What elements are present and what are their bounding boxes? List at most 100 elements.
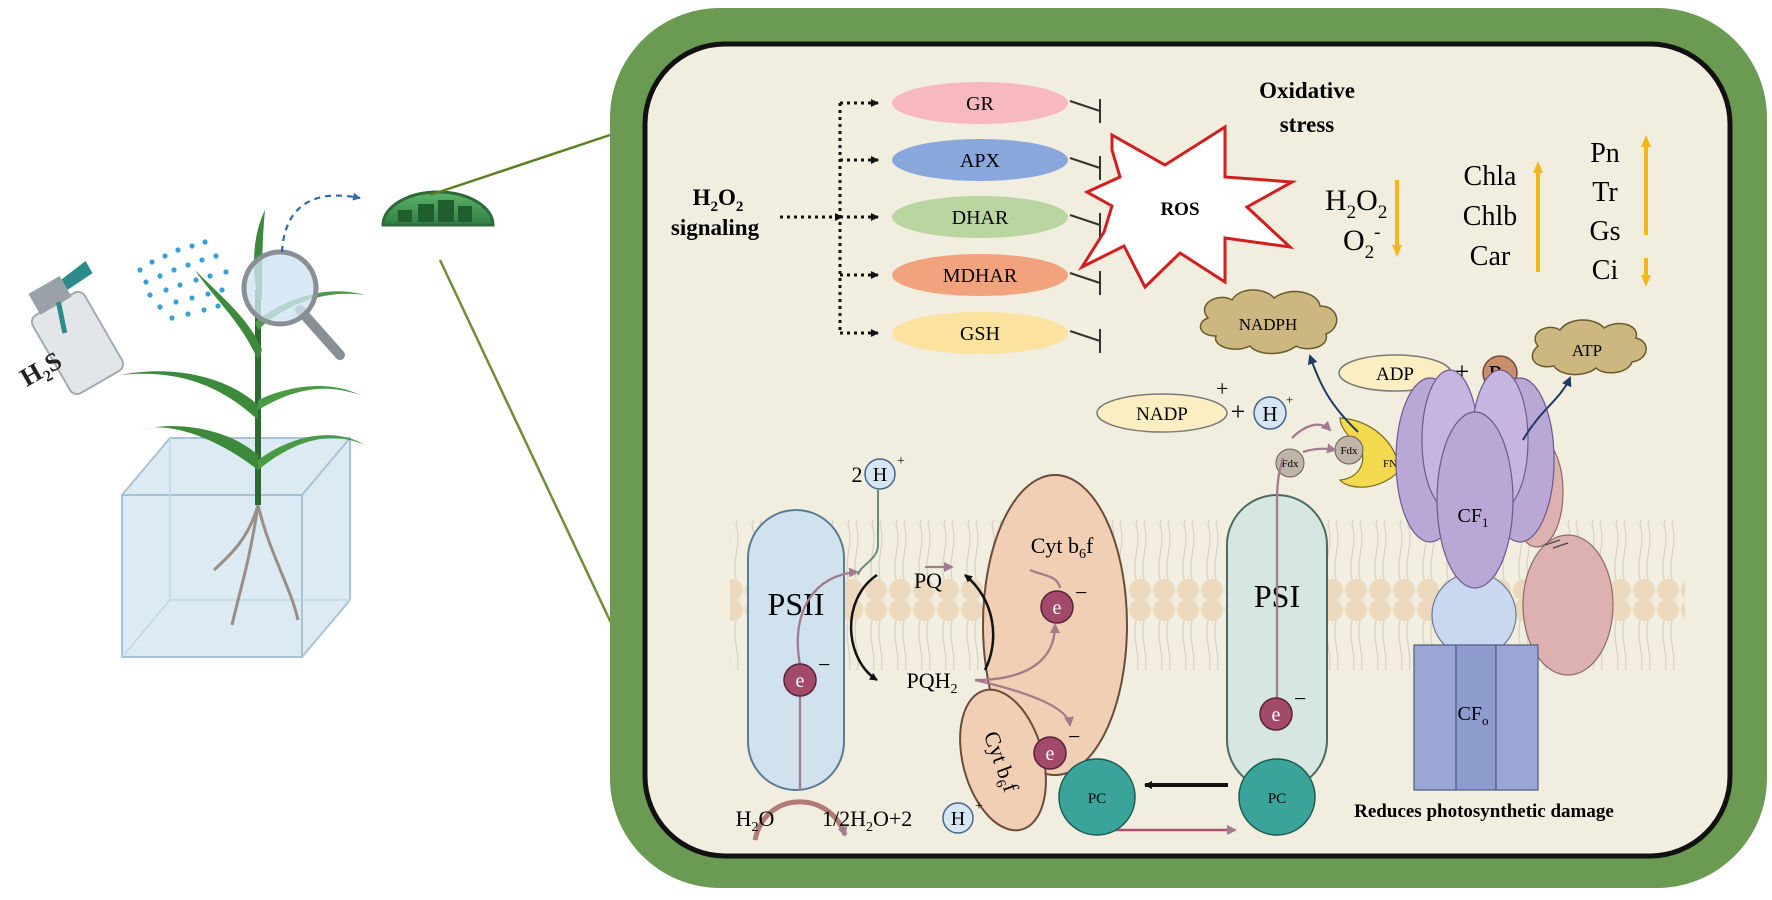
inhibition-bar <box>1069 213 1101 237</box>
spray-bottle-icon: H2S <box>15 260 125 396</box>
enzyme-label: APX <box>960 150 1001 172</box>
mist-dot <box>175 247 181 253</box>
signaling-dotted-arrows <box>780 99 879 337</box>
electron-psii: e − <box>783 652 830 697</box>
nadp-pill: NADP + <box>1096 376 1228 433</box>
proton-badge-water: H + <box>942 799 983 834</box>
enzyme-dhar: DHAR <box>892 196 1101 238</box>
atp-cloud: ATP <box>1531 319 1647 376</box>
fdx-label-1: Fdx <box>1281 458 1299 470</box>
mist-dot <box>147 292 153 298</box>
electron-psi: e − <box>1259 686 1306 731</box>
mist-dot <box>169 315 175 321</box>
enzyme-list: GR APX DHAR MDHAR GSH <box>892 82 1101 354</box>
electron-cyt-upper: e − <box>1040 580 1087 624</box>
water-split-arrow <box>752 799 848 841</box>
electron-psi-label: e <box>1272 704 1281 726</box>
fnr-crescent <box>1338 417 1401 488</box>
electron-cyt-upper-charge: − <box>1075 580 1087 605</box>
electron-cyt-lower-label: e <box>1046 743 1055 765</box>
water-products-label: 1/2H2O+2 <box>822 806 912 835</box>
nadp-label: NADP <box>1136 404 1188 425</box>
two-proton-charge: + <box>897 454 905 469</box>
pigment-label: Chlb <box>1463 201 1517 232</box>
mist-dot <box>207 273 213 279</box>
fdx-badge-2: Fdx <box>1334 435 1364 465</box>
enzyme-mdhar: MDHAR <box>892 254 1101 296</box>
gas-exchange-label: Pn <box>1590 138 1620 169</box>
signaling-label-line1: H2O2 <box>693 185 744 215</box>
arrow-to-nadph <box>1307 354 1359 433</box>
mist-dot <box>177 282 183 288</box>
gas-exchange-label: Gs <box>1589 216 1620 247</box>
enzyme-label: MDHAR <box>943 265 1018 287</box>
magnifier-icon <box>241 249 345 360</box>
mist-dot <box>185 262 191 268</box>
pigment-label: Chla <box>1464 161 1517 192</box>
inhibition-bar <box>1069 99 1101 123</box>
mist-dot <box>163 287 169 293</box>
chloroplast-icon <box>381 190 495 227</box>
ros-burst <box>1077 124 1298 290</box>
pc-right-label: PC <box>1268 791 1286 807</box>
psii-complex: PSII <box>747 509 845 791</box>
zoom-dashed-arrow <box>280 192 361 253</box>
pc-right: PC <box>1238 758 1316 836</box>
cyt-b6f-label: Cyt b6f <box>1031 533 1094 562</box>
two-proton-prefix: 2 <box>852 462 863 487</box>
mist-dot <box>157 273 163 279</box>
proton-water-charge: + <box>975 799 983 814</box>
signaling-label-line2: signaling <box>671 215 760 240</box>
proton-charge-fnr: + <box>1286 392 1293 407</box>
inhibition-bar <box>1069 156 1101 180</box>
enzyme-label: GSH <box>960 323 1000 345</box>
enzyme-label: DHAR <box>952 207 1009 229</box>
mist-dot <box>202 239 208 245</box>
stress-title-line1: Oxidative <box>1259 78 1355 103</box>
inhibition-bar <box>1069 271 1101 295</box>
pq-label: PQ <box>914 568 942 593</box>
inhibition-bar <box>1069 329 1101 353</box>
mist-dot <box>162 253 168 259</box>
nadph-cloud: NADPH <box>1199 289 1338 355</box>
proton-water-h: H <box>951 808 965 830</box>
enzyme-gr: GR <box>892 82 1101 124</box>
h2o2-label: H2O2 <box>1325 184 1387 223</box>
caption-reduces-damage: Reduces photosynthetic damage <box>1354 801 1614 822</box>
electron-psi-charge: − <box>1294 686 1306 711</box>
mist-dot <box>199 257 205 263</box>
water-label: H2O <box>736 806 775 835</box>
pc-left-label: PC <box>1088 791 1106 807</box>
two-proton-h: H <box>873 464 887 486</box>
electron-path <box>796 420 1337 835</box>
spray-mist <box>137 239 229 321</box>
plus-sign-nadp: + <box>1231 397 1246 426</box>
mist-dot <box>173 299 179 305</box>
arrow-to-atp <box>1522 376 1572 441</box>
enzyme-gsh: GSH <box>892 312 1101 354</box>
stress-title-line2: stress <box>1280 112 1335 137</box>
pigment-label: Car <box>1470 241 1511 272</box>
pq-cycle-arrow-right <box>964 574 995 671</box>
zoom-line-bottom <box>438 259 614 626</box>
mist-dot <box>213 253 219 259</box>
nadph-label: NADPH <box>1239 315 1298 334</box>
gas-exchange-label: Ci <box>1592 255 1619 286</box>
electron-psii-charge: − <box>818 652 830 677</box>
mist-dot <box>219 287 225 293</box>
electron-cyt-lower-charge: − <box>1068 724 1080 749</box>
electron-cyt-lower: e − <box>1033 724 1080 770</box>
proton-badge-fnr: H + <box>1253 392 1293 430</box>
pc-left: PC <box>1058 758 1136 836</box>
proton-label-fnr: H <box>1262 402 1277 426</box>
nadp-charge: + <box>1216 376 1228 401</box>
mist-dot <box>143 279 149 285</box>
mist-dot <box>189 243 195 249</box>
mist-dot <box>215 303 221 309</box>
mist-dot <box>201 307 207 313</box>
enzyme-apx: APX <box>892 139 1101 181</box>
cf0-label: CFo <box>1458 703 1489 728</box>
mist-dot <box>149 259 155 265</box>
ros-label: ROS <box>1160 199 1199 220</box>
